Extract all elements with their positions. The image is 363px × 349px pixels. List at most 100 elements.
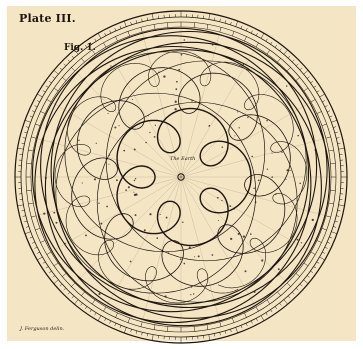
star-dot <box>110 65 111 66</box>
star-dot <box>299 182 301 184</box>
star-dot <box>285 179 286 180</box>
star-dot <box>194 256 195 257</box>
star-dot <box>135 178 136 179</box>
figure-number: Fig. 1. <box>64 44 96 53</box>
star-dot <box>261 259 263 261</box>
star-dot <box>278 268 280 270</box>
star-dot <box>245 270 247 272</box>
star-dot <box>119 125 120 126</box>
star-dot <box>96 143 97 144</box>
star-dot <box>156 237 158 239</box>
star-dot <box>180 258 182 260</box>
star-dot <box>267 169 268 170</box>
earth-label: The Earth <box>170 157 195 162</box>
star-dot <box>181 54 183 56</box>
star-dot <box>114 126 116 128</box>
star-dot <box>134 149 136 151</box>
star-dot <box>301 242 302 243</box>
star-dot <box>175 101 177 103</box>
star-dot <box>250 233 252 235</box>
star-dot <box>109 155 110 156</box>
star-dot <box>155 125 156 126</box>
star-dot <box>128 186 130 188</box>
star-dot <box>212 44 214 46</box>
star-dot <box>217 197 219 199</box>
star-dot <box>190 294 191 295</box>
star-dot <box>258 179 260 181</box>
star-dot <box>53 212 55 214</box>
star-dot <box>271 176 273 178</box>
star-dot <box>144 229 146 231</box>
star-dot <box>209 125 210 126</box>
star-dot <box>178 69 180 71</box>
star-dot <box>163 75 165 77</box>
star-dot <box>98 203 99 204</box>
faint-radial-lines <box>33 29 329 325</box>
star-dot <box>55 222 57 224</box>
star-dot <box>175 88 177 90</box>
star-dot <box>239 127 240 128</box>
star-dot <box>125 189 127 191</box>
star-dot <box>154 136 156 138</box>
star-dot <box>229 205 231 207</box>
star-dot <box>158 72 159 73</box>
engraver-signature: J. Ferguson delin. <box>20 327 64 332</box>
star-dot <box>243 235 245 237</box>
star-dot <box>174 108 176 110</box>
star-dot <box>183 39 185 41</box>
star-dot <box>166 217 168 219</box>
star-dot <box>134 180 136 182</box>
star-dot <box>45 177 47 179</box>
plate-number: Plate III. <box>19 13 76 24</box>
star-dot <box>254 291 256 293</box>
star-dot <box>297 135 299 137</box>
star-dot <box>160 214 161 215</box>
star-dot <box>253 187 255 189</box>
star-dot <box>135 193 137 195</box>
star-dot <box>260 123 262 125</box>
star-dot <box>234 135 235 136</box>
star-dot <box>78 140 80 142</box>
star-dot <box>176 81 178 83</box>
star-dot <box>133 192 134 193</box>
star-dot <box>286 85 288 87</box>
star-dot <box>189 246 191 248</box>
star-dot <box>312 219 314 221</box>
star-dot <box>149 132 150 133</box>
star-dot <box>221 200 222 201</box>
star-dot <box>271 153 272 154</box>
star-dot <box>123 150 125 152</box>
star-dot <box>297 239 299 241</box>
star-dot <box>43 212 45 214</box>
star-dot <box>243 64 244 65</box>
star-dot <box>82 182 83 183</box>
star-dot <box>315 149 317 151</box>
star-dot <box>165 295 167 297</box>
star-dot <box>132 99 133 100</box>
star-dot <box>198 255 200 257</box>
star-dot <box>145 142 147 144</box>
star-dot <box>255 201 257 203</box>
star-dot <box>130 261 132 263</box>
star-dot <box>106 206 108 208</box>
star-dot <box>281 151 282 152</box>
star-dot <box>230 238 232 240</box>
star-dot <box>168 252 169 253</box>
star-dot <box>183 263 185 265</box>
star-dot <box>247 117 248 118</box>
star-dot <box>94 178 96 180</box>
star-dot <box>289 170 290 171</box>
star-dot <box>237 111 238 112</box>
star-dot <box>191 100 193 102</box>
star-dot <box>108 113 109 114</box>
star-dot <box>193 293 194 294</box>
star-dot <box>266 120 268 122</box>
star-dot <box>85 234 87 236</box>
star-dot <box>148 115 149 116</box>
star-dot <box>182 222 184 224</box>
star-dot <box>191 286 192 287</box>
star-dot <box>64 243 66 245</box>
star-dot <box>222 146 224 148</box>
